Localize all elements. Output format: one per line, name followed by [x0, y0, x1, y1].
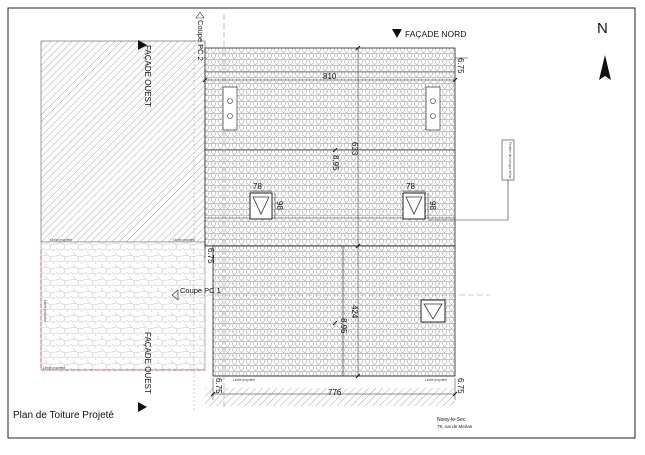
dim-eave-top-right: 6.75 [456, 58, 465, 74]
dim-eave-mid-left: 6.75 [206, 248, 215, 264]
dim-skylight2-h: 98 [428, 201, 437, 210]
roof-tiles-lower [212, 245, 456, 377]
address-street: 79, rue de Merlan [437, 424, 473, 429]
dim-eave-bottom-left: 6.75 [214, 378, 223, 394]
chimney-flue [227, 113, 233, 119]
facade-west-marker-icon [138, 40, 147, 50]
skylight-window [402, 192, 426, 220]
limit-label: Limite propriété [233, 378, 255, 382]
dim-eave-bottom-right: 6.75 [456, 378, 465, 394]
limit-label: Limite propriété [43, 366, 65, 370]
chimney-flue [227, 98, 233, 104]
limit-label: Limite propriété [425, 378, 447, 382]
limit-label: Limite propriété [50, 238, 72, 242]
limit-label: Limite propriété [43, 300, 47, 322]
facade-west-top-label: FAÇADE OUEST [143, 45, 152, 107]
dim-skylight2-w: 78 [406, 182, 415, 191]
dim-skylight1-w: 78 [253, 182, 262, 191]
drawing-frame [7, 7, 636, 439]
chimney-flue [430, 113, 436, 119]
facade-north-marker-icon [392, 29, 402, 38]
chimney [425, 86, 441, 131]
address-city: Noisy-le-Sec [437, 417, 466, 423]
section-marker-icon [195, 11, 205, 19]
dimension-ticks [202, 45, 458, 397]
chimney [222, 86, 238, 131]
facade-west-bottom-label: FAÇADE OUEST [143, 332, 152, 394]
north-label: N [597, 20, 608, 37]
dim-top-width: 810 [323, 72, 337, 81]
dim-upper-depth: 633 [350, 142, 359, 156]
chimney-flue [430, 98, 436, 104]
dim-lower-depth: 424 [350, 305, 359, 319]
dim-skylight1-h: 98 [275, 201, 284, 210]
dim-ridge-lower: 8.95 [339, 318, 348, 334]
facade-west-marker-icon [138, 402, 147, 412]
garden-paved-zone [40, 241, 206, 371]
section-pc2-label: Coupe PC 2 [196, 20, 205, 61]
limit-label: Limite propriété [173, 238, 195, 242]
skylight-glass [405, 196, 423, 215]
neighbour-hatched-zone [40, 40, 206, 243]
facade-north-label: FAÇADE NORD [405, 29, 466, 39]
callout-box [501, 139, 515, 181]
callout-text: Fenêtre de toit type Velux [508, 142, 512, 179]
skylight-window [420, 299, 446, 323]
skylight-window [249, 192, 273, 220]
section-pc1-label: Coupe PC 1 [180, 286, 221, 295]
section-marker-icon [171, 289, 179, 301]
skylight-glass [252, 196, 270, 215]
neighbour-hatched-strip [205, 388, 455, 406]
skylight-glass [423, 303, 443, 320]
dim-bottom-width: 776 [328, 388, 342, 397]
drawing-title: Plan de Toiture Projeté [13, 410, 114, 421]
dim-ridge-upper: 8.95 [331, 155, 340, 171]
north-arrow-icon [599, 55, 611, 80]
